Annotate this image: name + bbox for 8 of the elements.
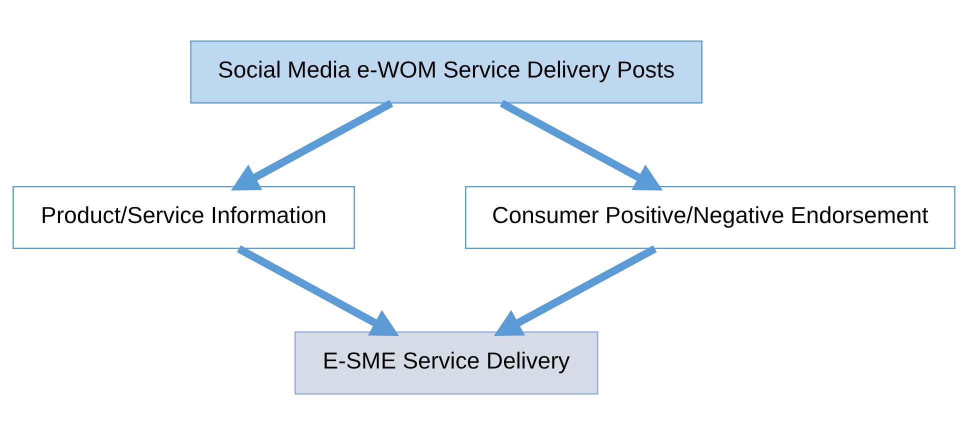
arrow <box>230 99 394 190</box>
node-box: Social Media e-WOM Service Delivery Posts <box>190 40 702 104</box>
node-box: Product/Service Information <box>12 185 355 249</box>
arrow <box>494 244 657 336</box>
arrow <box>500 99 663 190</box>
node-box: Consumer Positive/Negative Endorsement <box>465 185 956 249</box>
arrow <box>236 244 400 336</box>
node-box: E-SME Service Delivery <box>294 330 598 394</box>
